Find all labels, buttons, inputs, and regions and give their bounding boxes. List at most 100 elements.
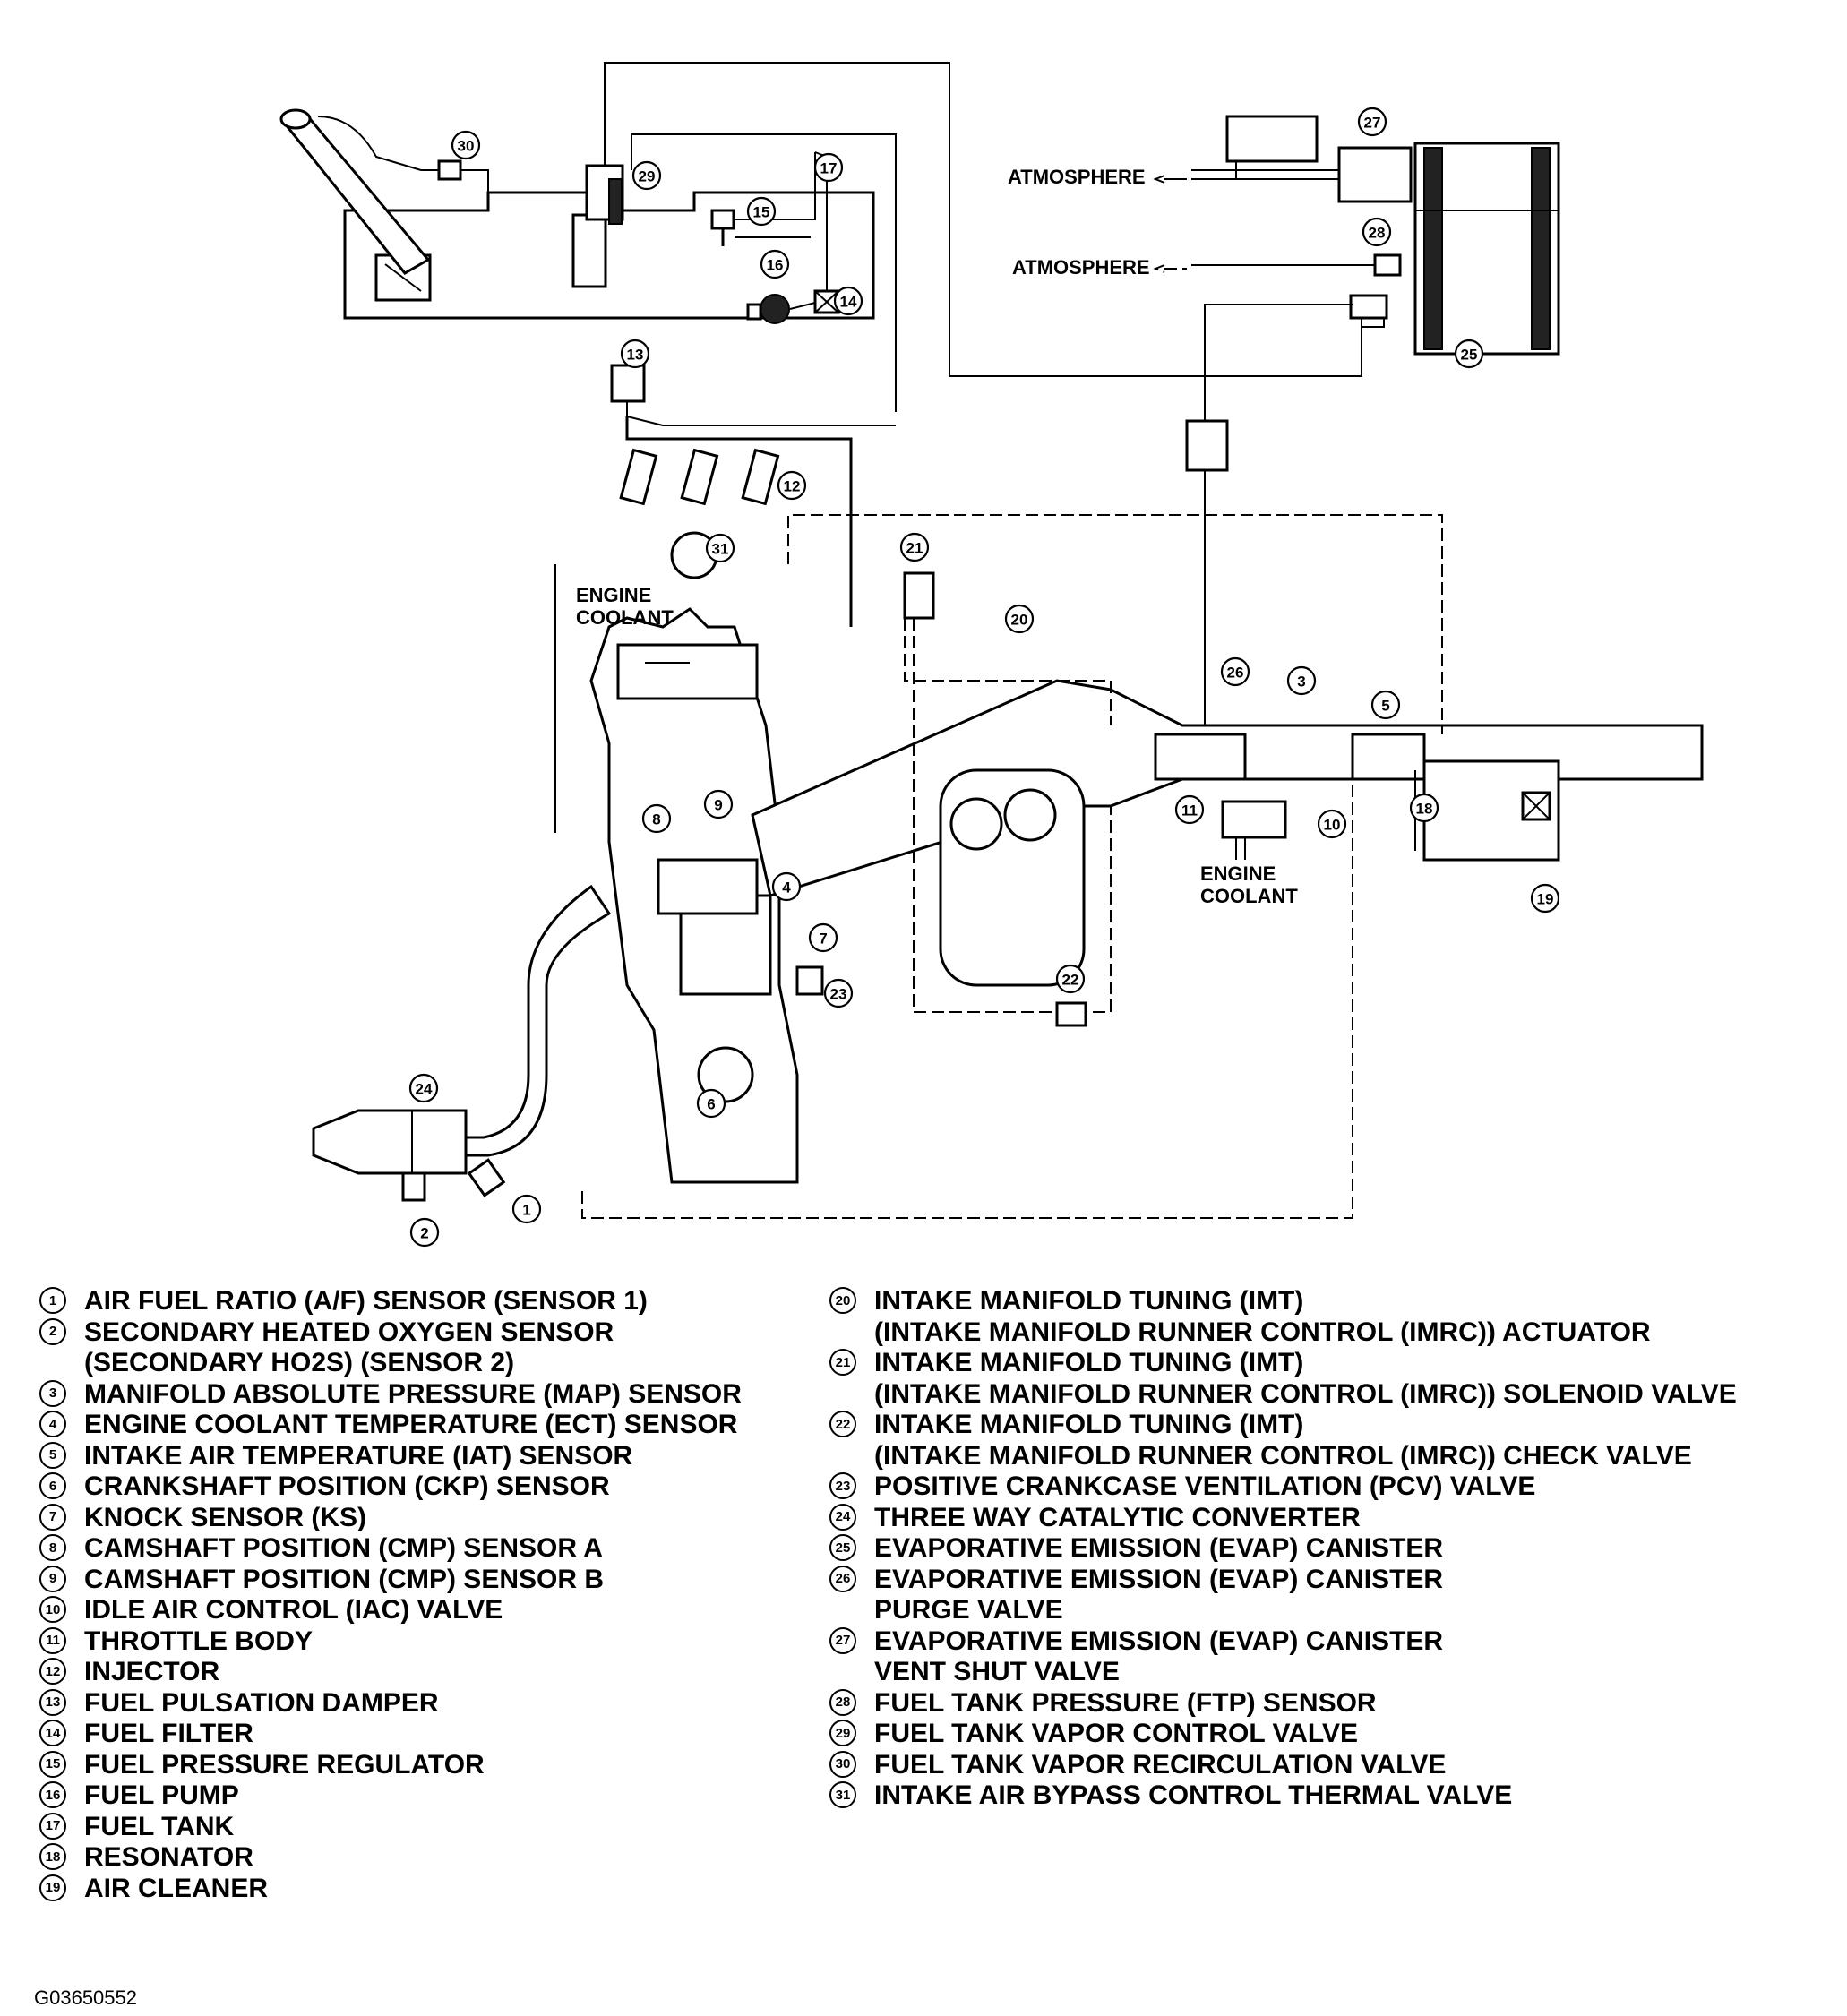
engine-control-system-diagram: ATMOSPHERE ATMOSPHERE ENGINE COOLANT ENG… <box>279 62 1704 1248</box>
legend-text: MANIFOLD ABSOLUTE PRESSURE (MAP) SENSOR <box>84 1378 742 1409</box>
exhaust-pipe <box>464 884 612 1157</box>
legend-number-badge: 5 <box>34 1441 72 1469</box>
engine-coolant-label-1: ENGINE COOLANT <box>576 584 674 629</box>
legend-number-badge: 7 <box>34 1503 72 1531</box>
callout-26: 26 <box>1220 656 1250 687</box>
legend-number-badge: 15 <box>34 1750 72 1778</box>
legend-number-badge: 8 <box>34 1534 72 1561</box>
callout-5: 5 <box>1370 690 1401 720</box>
callout-10: 10 <box>1317 809 1347 839</box>
legend-item-18: 18 RESONATOR <box>34 1842 804 1874</box>
fuel-tank <box>343 191 875 320</box>
engine-block <box>589 531 799 1184</box>
legend-number-badge: 21 <box>824 1349 862 1376</box>
callout-2: 2 <box>409 1217 440 1248</box>
legend-text: CAMSHAFT POSITION (CMP) SENSOR B <box>84 1564 605 1594</box>
fuel-tank-vapor-control-valve <box>571 62 1362 412</box>
resonator <box>1351 733 1426 851</box>
legend-text: FUEL FILTER <box>84 1719 253 1748</box>
legend-item-14: 14 FUEL FILTER <box>34 1719 804 1750</box>
callout-25: 25 <box>1454 339 1484 369</box>
svg-text:6: 6 <box>707 1096 715 1113</box>
legend-text: INTAKE MANIFOLD TUNING (IMT) (INTAKE MAN… <box>874 1286 1651 1347</box>
svg-text:22: 22 <box>1062 972 1079 989</box>
legend-item-12: 12 INJECTOR <box>34 1657 804 1688</box>
callout-15: 15 <box>746 196 777 227</box>
svg-text:18: 18 <box>1416 801 1433 818</box>
legend-number-badge: 18 <box>34 1843 72 1870</box>
legend-text: FUEL TANK VAPOR CONTROL VALVE <box>874 1719 1359 1748</box>
callout-18: 18 <box>1409 793 1439 823</box>
svg-text:9: 9 <box>714 797 722 814</box>
callout-22: 22 <box>1055 964 1086 994</box>
legend-number-badge: 20 <box>824 1287 862 1314</box>
legend-text: INTAKE MANIFOLD TUNING (IMT) (INTAKE MAN… <box>874 1348 1737 1409</box>
callout-11: 11 <box>1174 794 1205 825</box>
legend-text: RESONATOR <box>84 1842 253 1872</box>
callout-23: 23 <box>823 978 854 1008</box>
callout-4: 4 <box>771 871 802 902</box>
svg-text:15: 15 <box>753 204 770 221</box>
svg-text:COOLANT: COOLANT <box>576 606 674 629</box>
legend-number-badge: 19 <box>34 1874 72 1901</box>
callout-20: 20 <box>1004 604 1035 634</box>
legend-number-badge: 22 <box>824 1411 862 1437</box>
canister-line <box>1185 294 1388 725</box>
legend-number-badge: 25 <box>824 1534 862 1561</box>
svg-text:ATMOSPHERE: ATMOSPHERE <box>1008 166 1146 188</box>
legend-item-21: 21 INTAKE MANIFOLD TUNING (IMT) (INTAKE M… <box>824 1348 1836 1410</box>
svg-text:16: 16 <box>767 257 784 274</box>
callout-14: 14 <box>833 286 863 316</box>
legend-number-badge: 24 <box>824 1503 862 1531</box>
fuel-pump <box>746 294 816 324</box>
legend-text: KNOCK SENSOR (KS) <box>84 1502 367 1532</box>
legend-number-badge: 14 <box>34 1720 72 1746</box>
svg-text:11: 11 <box>1181 802 1198 819</box>
legend-text: FUEL PULSATION DAMPER <box>84 1687 439 1718</box>
engine-coolant-label-2: ENGINE COOLANT <box>1200 862 1298 907</box>
engine-coolant-arrows-icon <box>1235 837 1246 860</box>
callout-13: 13 <box>620 339 650 369</box>
injectors <box>619 448 780 506</box>
fuel-tank-vapor-recirculation-valve <box>421 159 489 210</box>
legend-number-badge: 17 <box>34 1812 72 1840</box>
legend-text: EVAPORATIVE EMISSION (EVAP) CANISTER PUR… <box>874 1564 1444 1626</box>
callout-6: 6 <box>696 1088 726 1119</box>
legend-text: THROTTLE BODY <box>84 1626 313 1656</box>
throttle-body <box>1154 733 1247 781</box>
legend-number-badge: 6 <box>34 1472 72 1499</box>
callout-7: 7 <box>808 922 838 953</box>
callout-31: 31 <box>705 533 735 563</box>
callout-21: 21 <box>899 532 930 562</box>
callouts: 1234567891011121314151617181920212223242… <box>408 107 1560 1248</box>
svg-text:17: 17 <box>820 160 838 177</box>
callout-28: 28 <box>1362 217 1392 247</box>
legend-number-badge: 30 <box>824 1750 862 1778</box>
svg-text:26: 26 <box>1227 665 1244 682</box>
svg-text:20: 20 <box>1011 612 1028 629</box>
legend-number-badge: 29 <box>824 1720 862 1746</box>
legend-text: ENGINE COOLANT TEMPERATURE (ECT) SENSOR <box>84 1410 738 1439</box>
svg-text:8: 8 <box>652 811 660 828</box>
svg-text:ENGINE: ENGINE <box>576 584 651 606</box>
callout-19: 19 <box>1530 883 1560 914</box>
callout-29: 29 <box>631 160 662 191</box>
legend-number-badge: 28 <box>824 1688 862 1716</box>
svg-text:27: 27 <box>1364 115 1381 132</box>
legend-text: INJECTOR <box>84 1657 220 1686</box>
atmosphere-label-1: ATMOSPHERE <box>1008 166 1146 188</box>
legend-number-badge: 10 <box>34 1596 72 1623</box>
legend-number-badge: 12 <box>34 1658 72 1685</box>
legend-number-badge: 23 <box>824 1472 862 1499</box>
svg-text:24: 24 <box>416 1081 433 1098</box>
svg-text:10: 10 <box>1324 817 1341 834</box>
